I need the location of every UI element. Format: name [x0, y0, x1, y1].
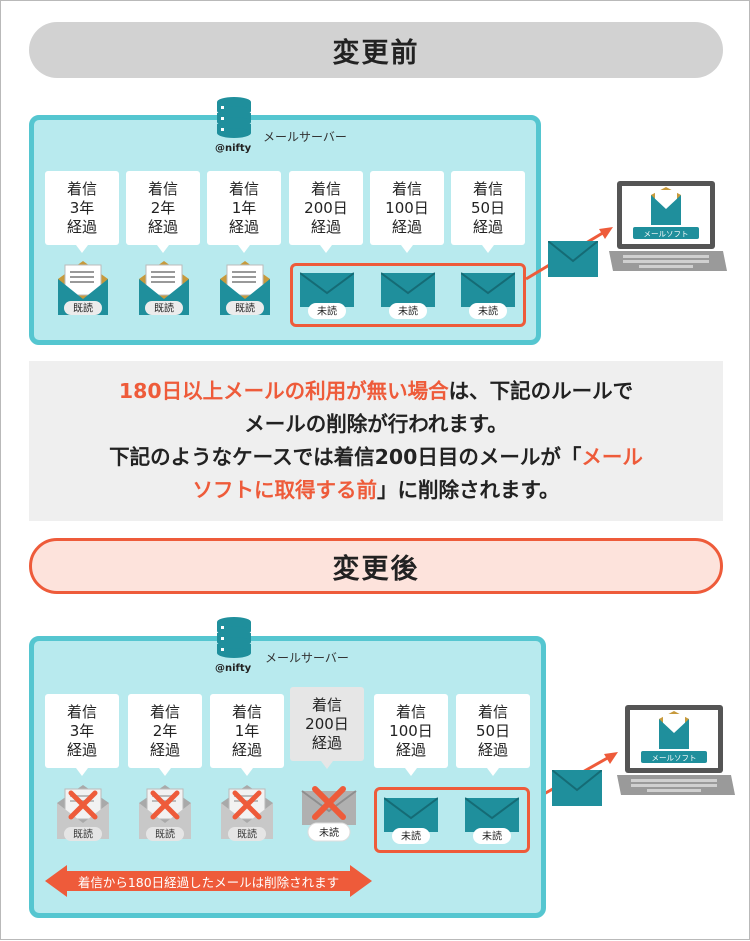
deleted-envelope-icon: 既読 [221, 785, 273, 841]
unread-highlight-box [290, 263, 526, 327]
status-badge: 未読 [317, 305, 337, 318]
deleted-envelope-icon: 既読 [139, 785, 191, 841]
closed-envelope-icon: 未読 [381, 272, 435, 319]
notice-text: は、下記のルールで [448, 379, 634, 403]
notice-box: 180日以上メールの利用が無い場合は、下記のルールで メールの削除が行われます。… [29, 361, 723, 521]
age-bubble: 着信 1年 経過 [207, 171, 281, 253]
after-title: 変更後 [29, 538, 723, 594]
status-badge: 未読 [319, 826, 339, 839]
notice-line-3: 下記のようなケースでは着信200日目のメールが「メール [109, 441, 643, 474]
closed-envelope-icon: 未読 [300, 272, 354, 319]
opened-envelope-icon: 既読 [139, 261, 189, 315]
age-bubble: 着信 100日 経過 [370, 171, 444, 253]
status-badge: 既読 [155, 828, 175, 841]
nifty-logo: @nifty [215, 143, 252, 154]
age-bubble: 着信 100日 経過 [374, 694, 448, 776]
closed-envelope-icon: 未読 [465, 797, 519, 844]
laptop-icon: メールソフト [617, 705, 735, 795]
age-bubble: 着信 1年 経過 [210, 694, 284, 776]
age-bubble: 着信 50日 経過 [456, 694, 530, 776]
notice-highlight: ソフトに取得する前 [192, 478, 378, 502]
closed-envelope-icon: 未読 [384, 797, 438, 844]
age-bubble: 着信 3年 経過 [45, 694, 119, 776]
moving-envelope-icon [548, 241, 598, 277]
opened-envelope-icon: 既読 [58, 261, 108, 315]
deleted-envelope-icon: 既読 [57, 785, 109, 841]
notice-line-2: メールの削除が行われます。 [244, 412, 508, 436]
status-badge: 既読 [237, 828, 257, 841]
notice-text: 下記のようなケースでは着信200日目のメールが「 [109, 445, 582, 469]
moving-envelope-icon [552, 770, 602, 806]
status-badge: 既読 [73, 828, 93, 841]
notice-highlight: 180日以上メールの利用が無い場合 [118, 379, 449, 403]
database-server-icon [217, 97, 251, 138]
age-bubble: 着信 2年 経過 [126, 171, 200, 253]
deletion-range-label: 着信から180日経過したメールは削除されます [77, 874, 340, 890]
status-badge: 未読 [482, 830, 502, 843]
server-label: メールサーバー [265, 651, 349, 665]
server-label: メールサーバー [263, 130, 347, 144]
deletion-range-arrow [45, 865, 372, 897]
mail-software-label: メールソフト [652, 754, 697, 763]
laptop-icon: メールソフト [609, 181, 727, 271]
age-bubble: 着信 2年 経過 [128, 694, 202, 776]
closed-envelope-icon: 未読 [461, 272, 515, 319]
status-badge: 既読 [154, 302, 174, 315]
nifty-logo: @nifty [215, 663, 252, 674]
opened-envelope-icon: 既読 [220, 261, 270, 315]
mail-software-label: メールソフト [644, 230, 689, 239]
notice-text: 」に削除されます。 [377, 478, 560, 502]
before-title: 変更前 [29, 22, 723, 78]
status-badge: 既読 [73, 302, 93, 315]
notice-highlight: メール [581, 445, 643, 469]
status-badge: 既読 [235, 302, 255, 315]
notice-line-1: 180日以上メールの利用が無い場合は、下記のルールで [119, 375, 633, 408]
database-server-icon [217, 617, 251, 658]
age-bubble: 着信 3年 経過 [45, 171, 119, 253]
status-badge: 未読 [478, 305, 498, 318]
status-badge: 未読 [398, 305, 418, 318]
age-bubble: 着信 50日 経過 [451, 171, 525, 253]
notice-line-4: ソフトに取得する前」に削除されます。 [193, 474, 560, 507]
unread-highlight-box [374, 787, 530, 853]
deleted-unread-envelope-icon: 未読 [301, 786, 357, 842]
status-badge: 未読 [401, 830, 421, 843]
age-bubble: 着信 200日 経過 [289, 171, 363, 253]
age-bubble-deleted: 着信 200日 経過 [290, 687, 364, 769]
